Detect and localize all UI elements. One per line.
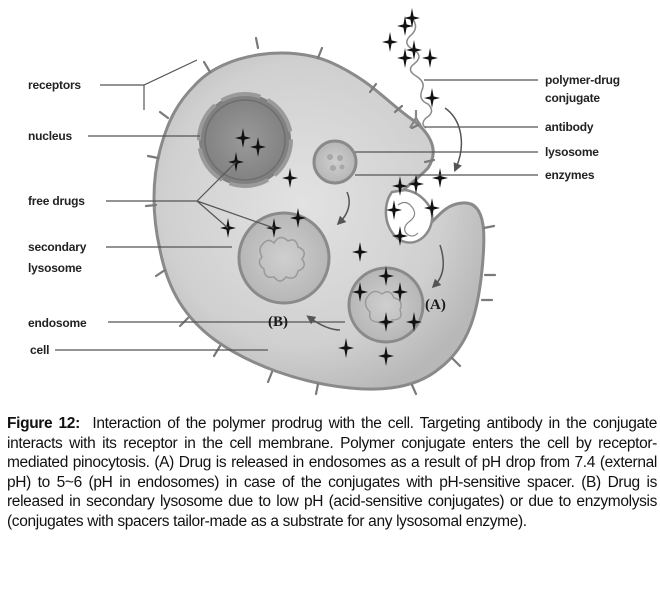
label-polymer-drug-line2: conjugate: [545, 91, 600, 105]
label-cell: cell: [30, 343, 49, 357]
label-free-drugs: free drugs: [28, 194, 85, 208]
caption-text: Interaction of the polymer prodrug with …: [7, 415, 657, 530]
leader-lines-left: [55, 59, 345, 351]
label-nucleus: nucleus: [28, 129, 72, 143]
label-secondary-lysosome-line1: secondary: [28, 240, 87, 254]
antibody: [409, 110, 423, 129]
marker-a: (A): [425, 297, 446, 313]
lysosome: [312, 139, 358, 185]
nucleus: [197, 92, 293, 188]
caption-label: Figure 12:: [7, 415, 80, 432]
marker-b: (B): [268, 314, 288, 330]
polymer-chain: [406, 17, 433, 129]
pinocytic-vesicle: [384, 188, 434, 244]
secondary-lysosome: [237, 211, 331, 305]
label-receptors: receptors: [28, 78, 81, 92]
label-polymer-drug-line1: polymer-drug: [545, 73, 620, 87]
label-enzymes: enzymes: [545, 168, 595, 182]
cell-body: [152, 51, 486, 391]
label-endosome: endosome: [28, 316, 87, 330]
label-lysosome: lysosome: [545, 145, 599, 159]
leader-lines-right: [355, 79, 538, 176]
label-secondary-lysosome-line2: lysosome: [28, 261, 82, 275]
figure-caption: Figure 12: Interaction of the polymer pr…: [7, 414, 657, 532]
label-antibody: antibody: [545, 120, 594, 134]
receptors: [144, 36, 497, 396]
cell-diagram: receptors nucleus free drugs secondary l…: [28, 8, 620, 396]
